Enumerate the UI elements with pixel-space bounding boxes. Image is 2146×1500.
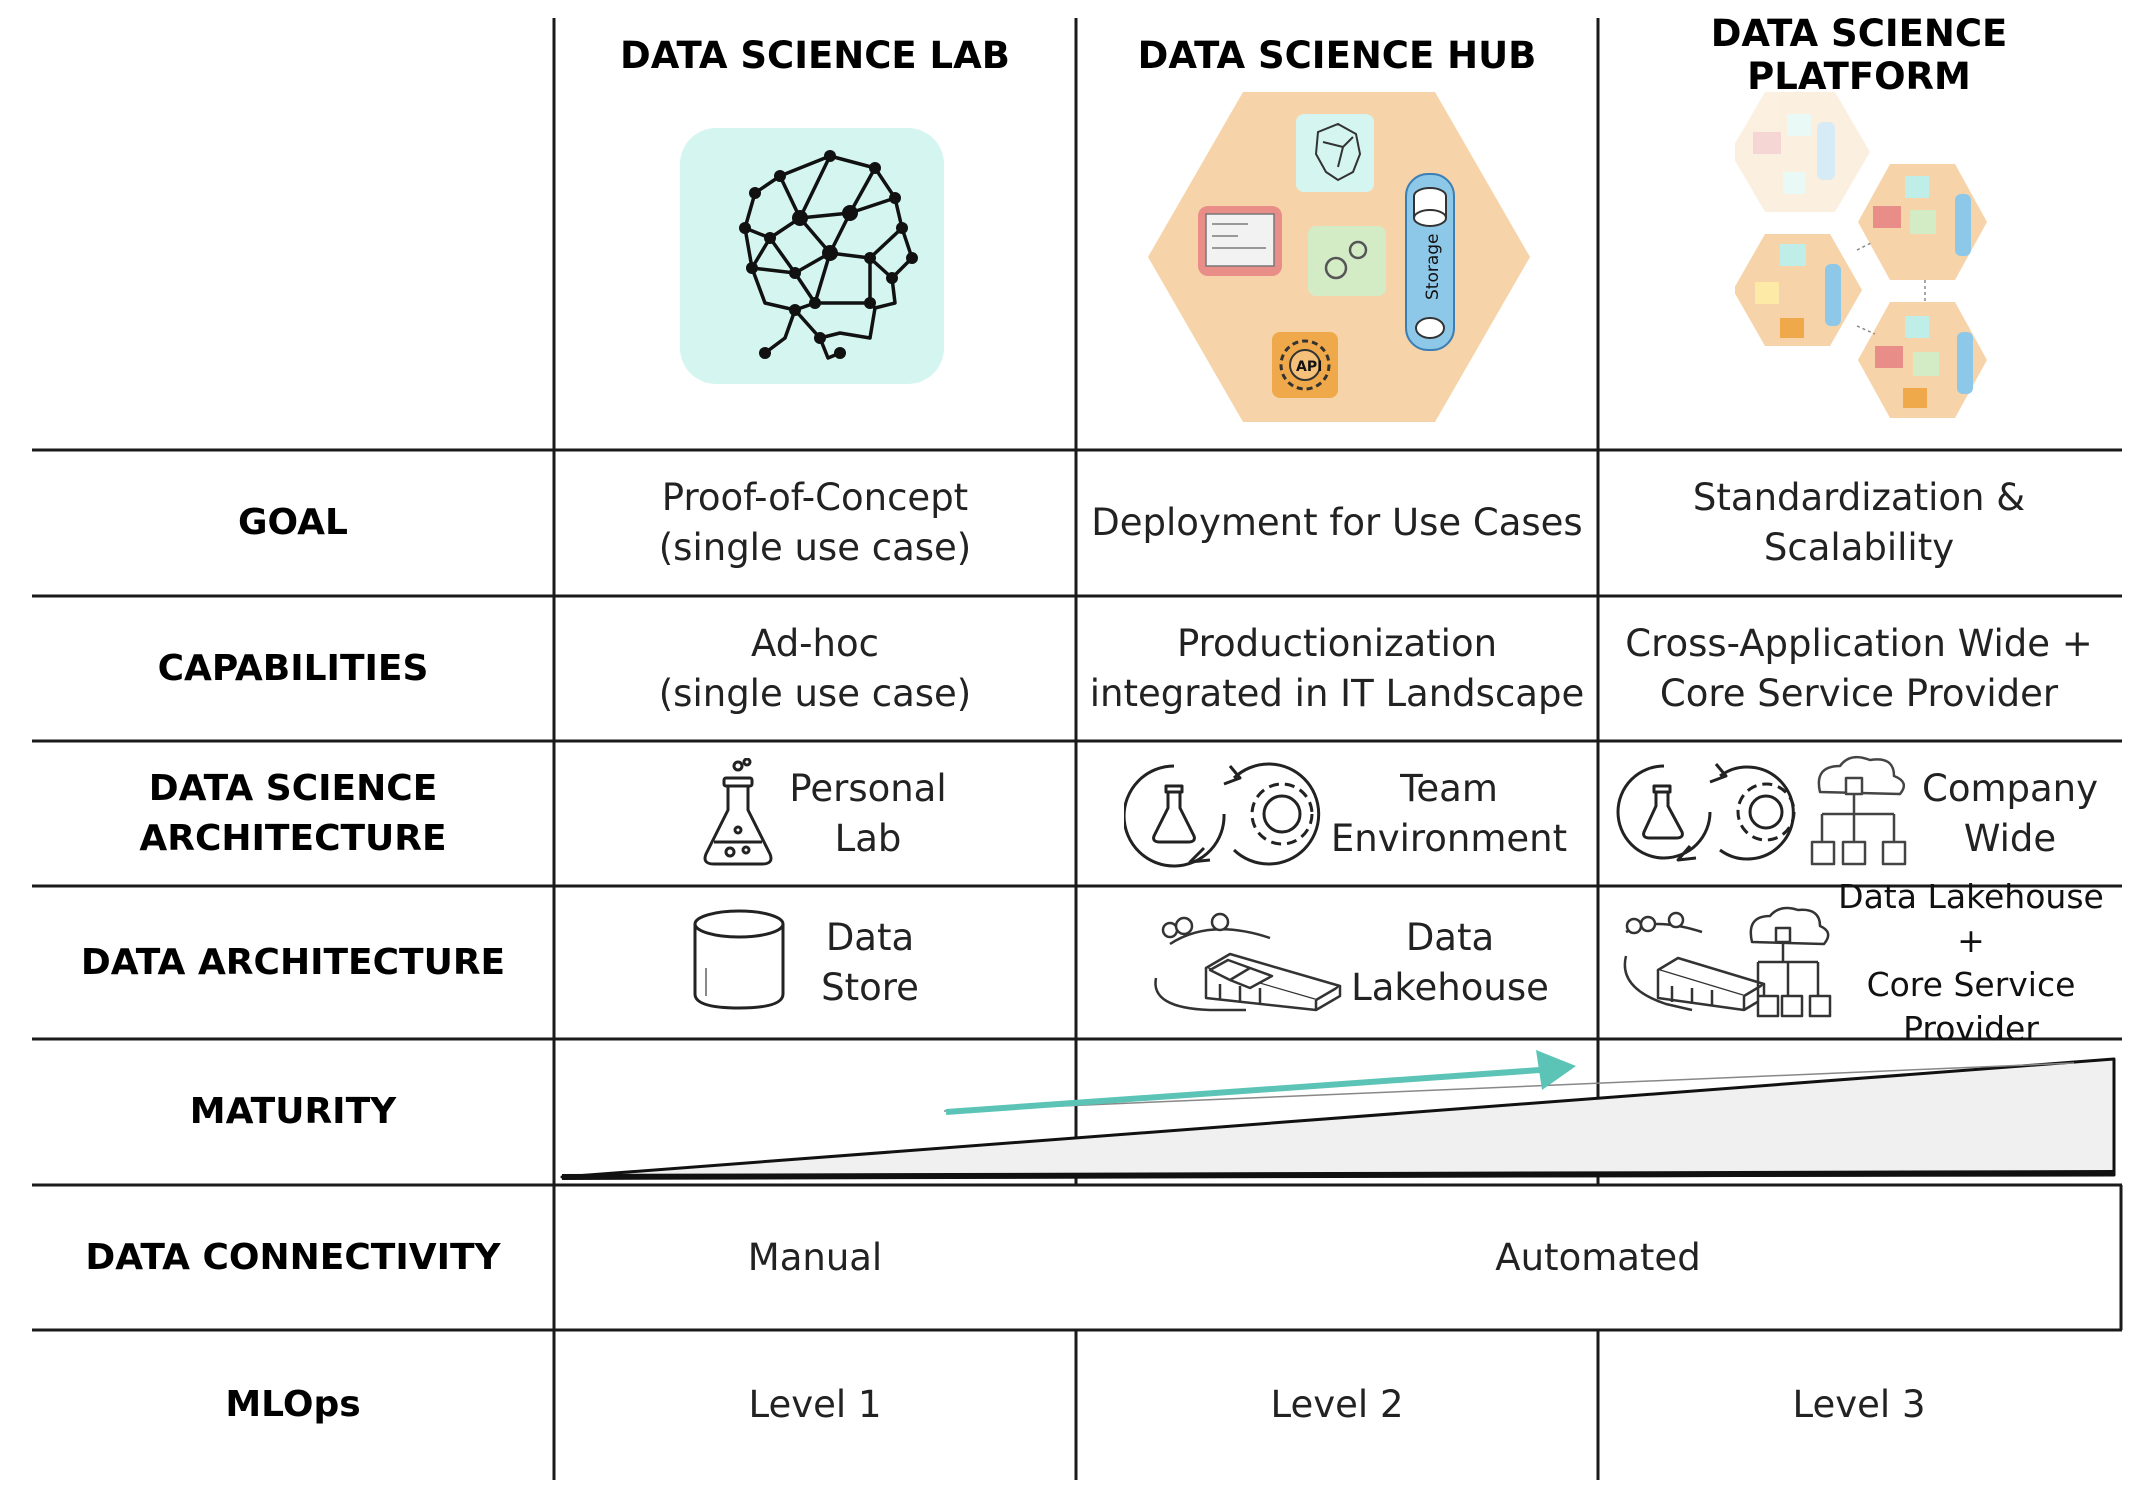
lakehouse-icon <box>1154 912 1342 1012</box>
data-architecture-platform-line2: Core Service <box>1866 964 2076 1004</box>
goal-hub: Deployment for Use Cases <box>1076 450 1598 596</box>
api-label: API <box>1296 359 1322 375</box>
capabilities-hub: Productionization integrated in IT Lands… <box>1076 596 1598 741</box>
maturity-wedge <box>560 1057 2116 1180</box>
row-header-ds-architecture: DATA SCIENCE ARCHITECTURE <box>32 741 554 886</box>
goal-lab: Proof-of-Concept (single use case) <box>554 450 1076 596</box>
data-architecture-hub: Data Lakehouse <box>1350 886 1550 1039</box>
ds-architecture-lab-line2: Lab <box>834 816 902 860</box>
goal-platform: Standardization & Scalability <box>1598 450 2120 596</box>
capabilities-hub-line2: integrated in IT Landscape <box>1089 671 1585 715</box>
capabilities-lab: Ad-hoc (single use case) <box>554 596 1076 741</box>
row-header-data-architecture: DATA ARCHITECTURE <box>80 941 506 983</box>
row-header-ds-architecture-line1: DATA SCIENCE <box>148 767 438 809</box>
capabilities-lab-line1: Ad-hoc <box>751 621 879 665</box>
data-architecture-platform-line3: Provider <box>1903 1008 2039 1048</box>
goal-lab-line1: Proof-of-Concept <box>661 476 969 519</box>
mlops-hub: Level 2 <box>1270 1383 1404 1426</box>
data-architecture-lab: Data Store <box>780 886 960 1039</box>
goal-platform-line2: Scalability <box>1763 526 1955 569</box>
flask-icon <box>703 758 773 866</box>
capabilities-hub-line1: Productionization <box>1176 621 1498 665</box>
row-header-data-connectivity: DATA CONNECTIVITY <box>85 1236 501 1278</box>
goal-lab-line2: (single use case) <box>658 526 972 569</box>
data-architecture-lab-line1: Data <box>825 915 915 959</box>
ds-architecture-platform: Company Wide <box>1900 741 2120 886</box>
data-architecture-lab-line2: Store <box>821 965 919 1009</box>
column-header-lab: DATA SCIENCE LAB <box>620 33 1010 77</box>
maturity-arrow-icon <box>945 1050 1576 1115</box>
row-header-maturity: MATURITY <box>189 1091 397 1132</box>
ds-architecture-platform-line2: Wide <box>1963 816 2057 860</box>
ds-architecture-hub-line2: Environment <box>1330 816 1568 860</box>
team-environment-cycle-icon <box>1124 762 1321 868</box>
storage-label: Storage <box>1423 233 1443 300</box>
mlops-platform: Level 3 <box>1792 1383 1926 1426</box>
connectivity-manual: Manual <box>747 1235 883 1279</box>
mlops-lab: Level 1 <box>748 1383 882 1426</box>
company-wide-icon <box>1616 755 1907 866</box>
data-architecture-platform-line1: Data Lakehouse + <box>1838 876 2104 960</box>
ds-architecture-hub-line1: Team <box>1400 766 1498 810</box>
data-architecture-platform: Data Lakehouse + Core Service Provider <box>1822 877 2120 1048</box>
ds-architecture-hub: Team Environment <box>1330 741 1568 886</box>
ds-architecture-platform-line1: Company <box>1921 766 2099 810</box>
column-header-hub: DATA SCIENCE HUB <box>1137 33 1537 77</box>
capabilities-lab-line2: (single use case) <box>658 671 972 715</box>
hub-hexagon-illustration: Storage API <box>1148 92 1530 422</box>
capabilities-platform-line2: Core Service Provider <box>1659 671 2059 715</box>
ds-architecture-lab-line1: Personal <box>789 766 947 810</box>
row-header-capabilities: CAPABILITIES <box>157 647 429 689</box>
data-architecture-hub-line1: Data <box>1405 915 1495 959</box>
row-header-goal: GOAL <box>238 502 348 543</box>
column-header-platform: DATA SCIENCE PLATFORM <box>1710 12 2008 98</box>
platform-hexagons-illustration <box>1735 92 1987 418</box>
goal-hub-line1: Deployment for Use Cases <box>1091 501 1583 544</box>
goal-platform-line1: Standardization & <box>1692 476 2026 519</box>
database-icon <box>693 909 785 1010</box>
head-network-icon <box>680 128 944 384</box>
lakehouse-core-service-icon <box>1623 906 1832 1018</box>
data-architecture-hub-line2: Lakehouse <box>1351 965 1549 1009</box>
connectivity-automated: Automated <box>1495 1235 1701 1279</box>
ds-architecture-lab: Personal Lab <box>778 741 958 886</box>
row-header-ds-architecture-line2: ARCHITECTURE <box>139 817 447 859</box>
row-header-mlops: MLOps <box>225 1384 361 1425</box>
capabilities-platform: Cross-Application Wide + Core Service Pr… <box>1598 596 2120 741</box>
capabilities-platform-line1: Cross-Application Wide + <box>1625 621 2093 665</box>
